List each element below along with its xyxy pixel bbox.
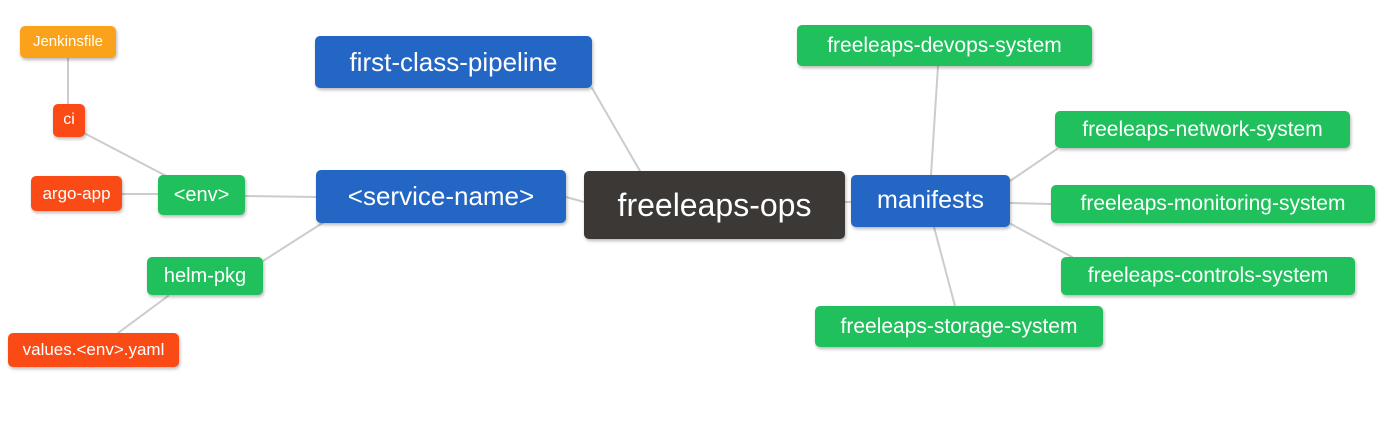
node-values-env-yaml[interactable]: values.<env>.yaml <box>8 333 179 367</box>
node-label: freeleaps-ops <box>617 186 812 223</box>
edge-manifests--freeleaps-storage-system <box>933 226 956 307</box>
node-label: <env> <box>173 183 230 206</box>
node-label: freeleaps-storage-system <box>840 314 1078 338</box>
node-label: argo-app <box>42 183 111 203</box>
node-freeleaps-network-system[interactable]: freeleaps-network-system <box>1055 111 1350 148</box>
node-label: <service-name> <box>347 181 535 211</box>
node-label: first-class-pipeline <box>349 46 558 77</box>
node-freeleaps-ops[interactable]: freeleaps-ops <box>584 171 845 239</box>
edge-env--ci <box>83 132 171 179</box>
node-label: values.<env>.yaml <box>22 340 165 359</box>
node-freeleaps-monitoring-system[interactable]: freeleaps-monitoring-system <box>1051 185 1375 223</box>
node-label: freeleaps-devops-system <box>827 33 1062 57</box>
node-label: helm-pkg <box>163 264 247 287</box>
node-label: Jenkinsfile <box>32 33 104 50</box>
node-argo-app[interactable]: argo-app <box>31 176 122 211</box>
node-label: ci <box>63 111 75 128</box>
edge-helm-pkg--values-env-yaml <box>117 295 169 334</box>
edge-freeleaps-ops--first-class-pipeline <box>591 87 641 172</box>
node-freeleaps-devops-system[interactable]: freeleaps-devops-system <box>797 25 1092 66</box>
node-env[interactable]: <env> <box>158 175 245 215</box>
node-ci[interactable]: ci <box>53 104 85 137</box>
node-label: freeleaps-monitoring-system <box>1080 192 1346 215</box>
node-label: freeleaps-controls-system <box>1087 264 1329 287</box>
edge-manifests--freeleaps-network-system <box>1009 148 1058 182</box>
node-helm-pkg[interactable]: helm-pkg <box>147 257 263 295</box>
node-label: freeleaps-network-system <box>1082 117 1323 141</box>
edge-manifests--freeleaps-devops-system <box>930 65 939 176</box>
node-service-name[interactable]: <service-name> <box>316 170 566 223</box>
edge-freeleaps-ops--service-name <box>565 196 585 203</box>
node-label: manifests <box>877 186 984 214</box>
node-jenkinsfile[interactable]: Jenkinsfile <box>20 26 116 58</box>
node-freeleaps-storage-system[interactable]: freeleaps-storage-system <box>815 306 1103 347</box>
edge-manifests--freeleaps-monitoring-system <box>1009 202 1052 205</box>
node-first-class-pipeline[interactable]: first-class-pipeline <box>315 36 592 88</box>
edge-manifests--freeleaps-controls-system <box>1010 223 1073 258</box>
edge-service-name--env <box>244 195 317 198</box>
node-manifests[interactable]: manifests <box>851 175 1010 227</box>
edge-service-name--helm-pkg <box>262 221 325 262</box>
node-freeleaps-controls-system[interactable]: freeleaps-controls-system <box>1061 257 1355 295</box>
